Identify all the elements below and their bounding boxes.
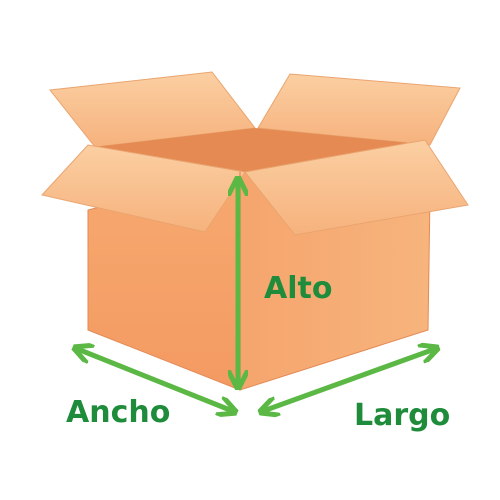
height-label: Alto [264, 271, 332, 306]
box-opening [95, 128, 430, 172]
length-arrow [266, 350, 432, 410]
back-right-flap [257, 73, 461, 146]
width-arrow [80, 350, 230, 410]
front-right-flap [244, 139, 469, 236]
length-label: Largo [354, 398, 450, 433]
width-label: Ancho [66, 395, 170, 430]
